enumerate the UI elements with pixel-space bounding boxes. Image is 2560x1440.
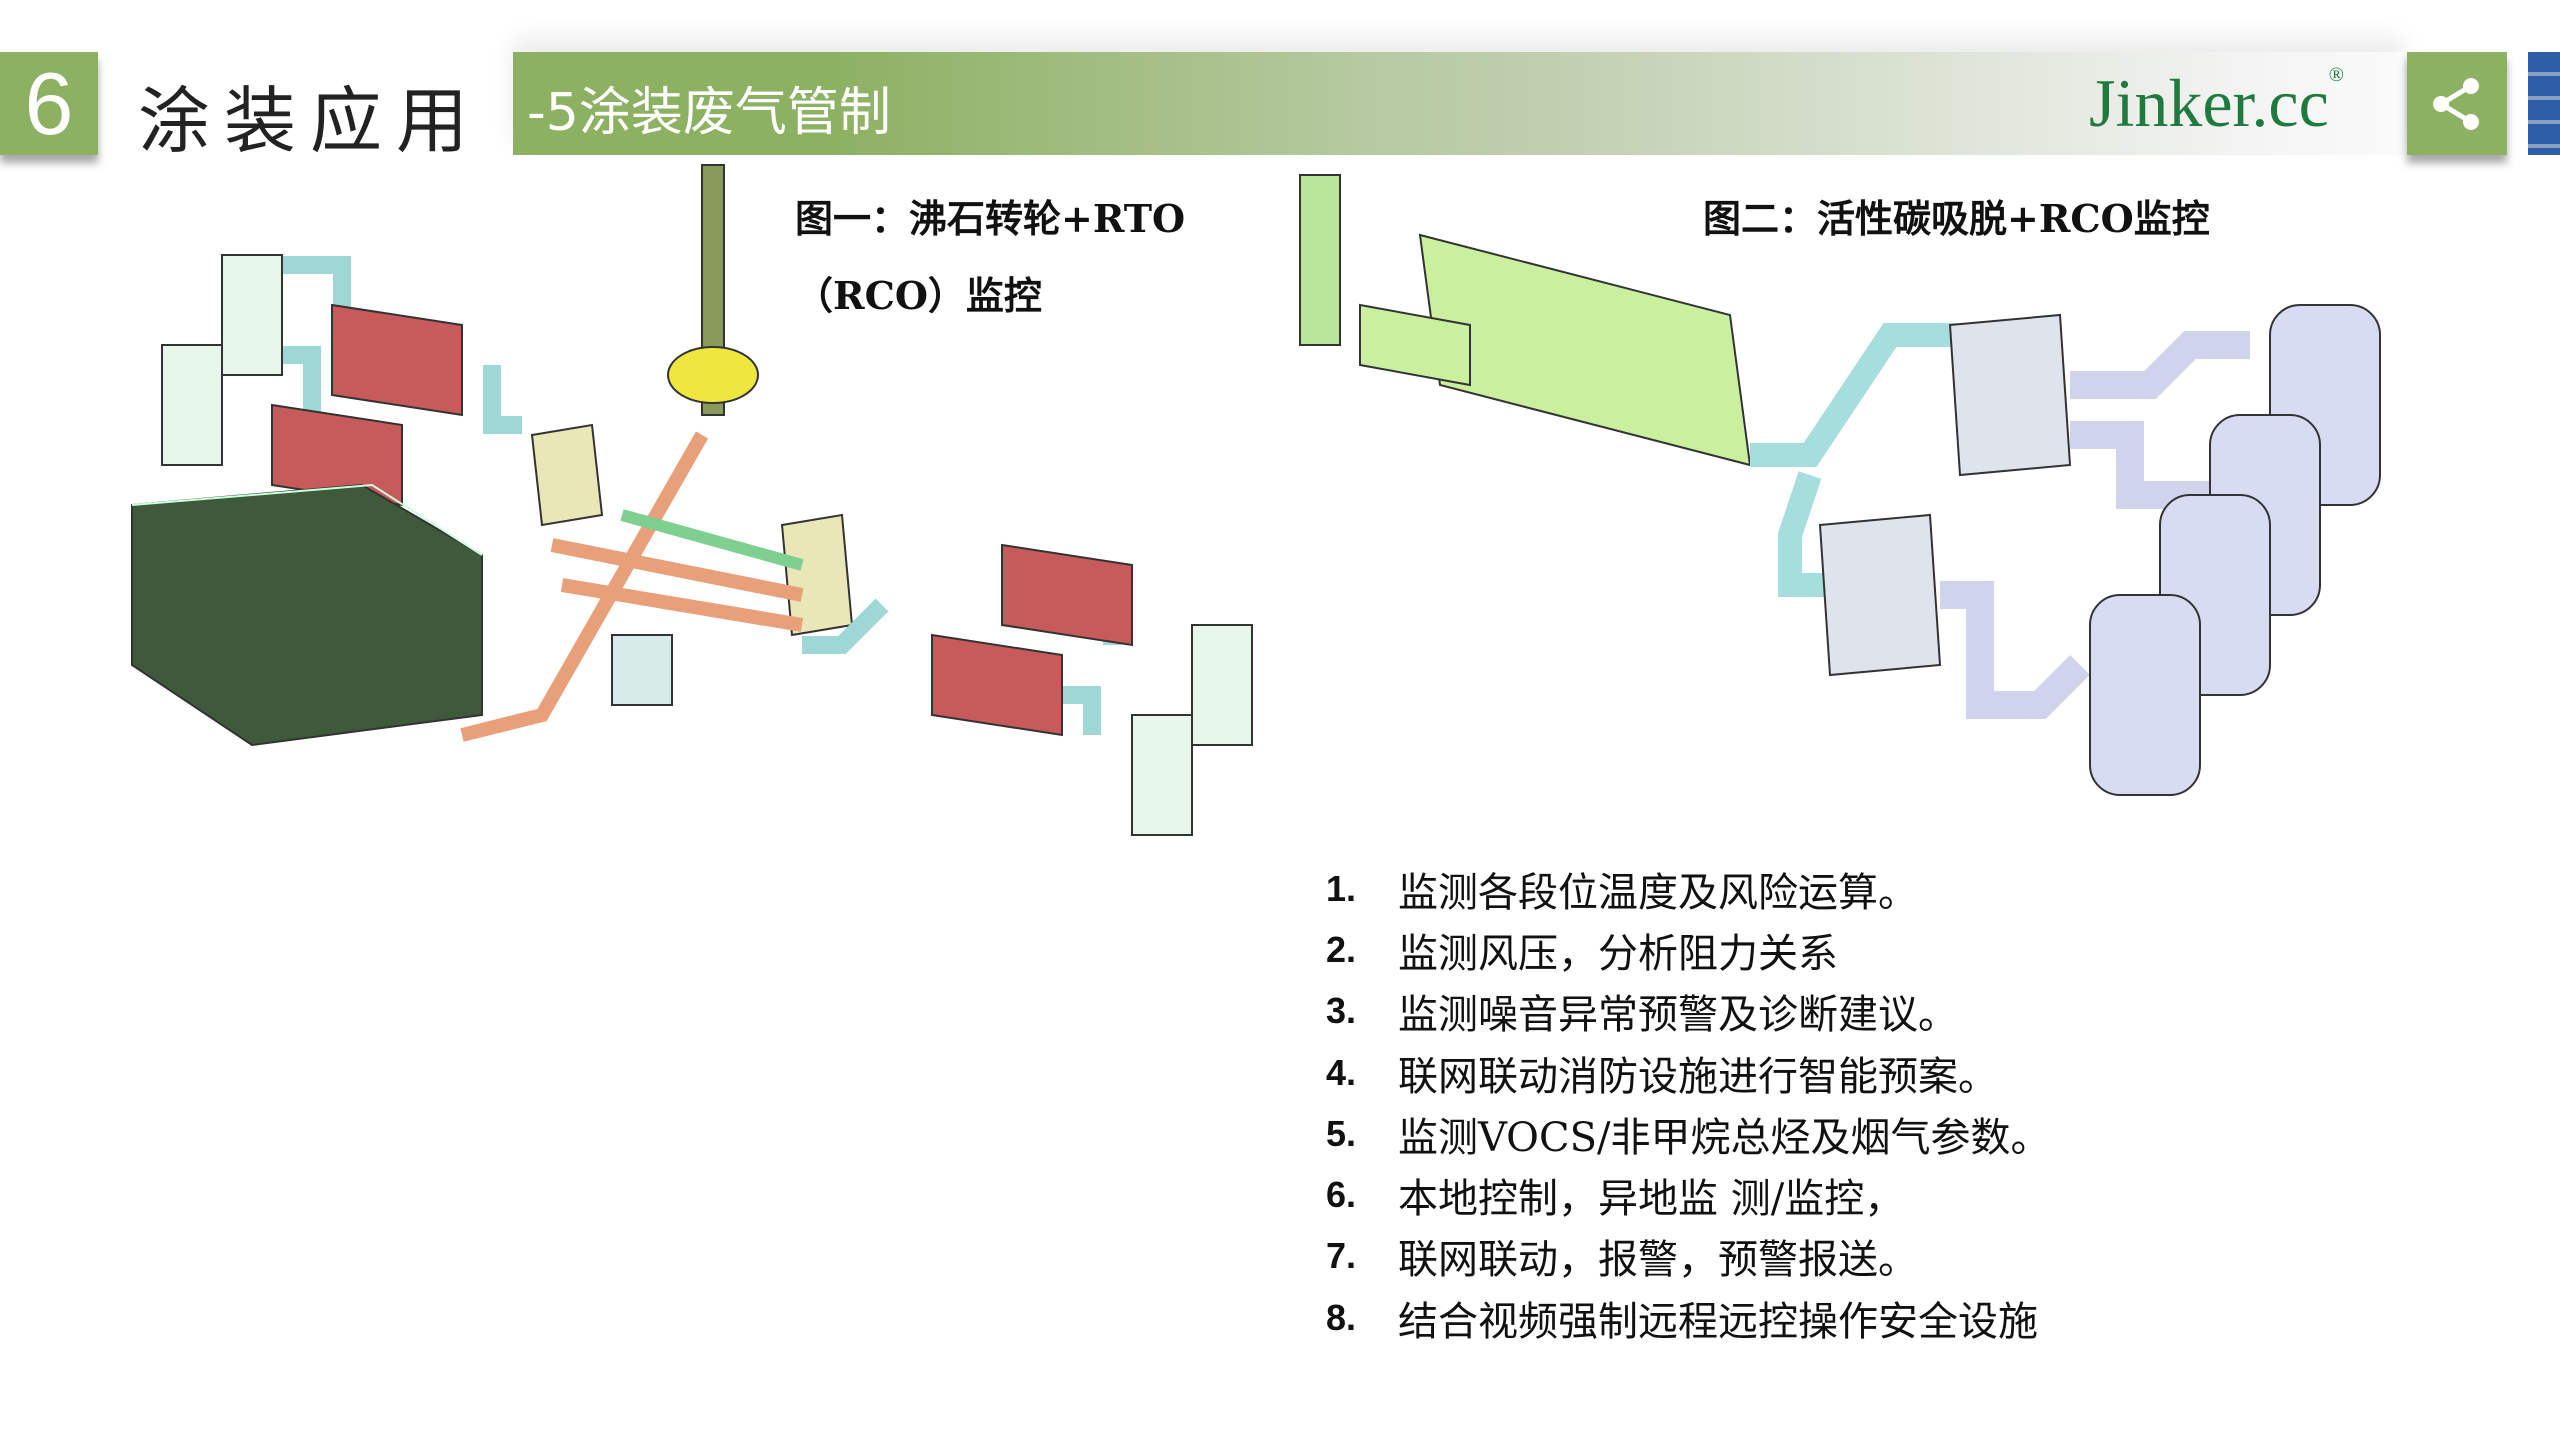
side-strip (2528, 52, 2560, 155)
page-title: -5涂装废气管制 (527, 83, 891, 143)
share-button[interactable] (2407, 52, 2507, 155)
figure1-diagram (131, 164, 1253, 836)
list-item: 3.监测噪音异常预警及诊断建议。 (1326, 990, 1958, 1039)
monitoring-list: 1.监测各段位温度及风险运算。 2.监测风压，分析阻力关系 3.监测噪音异常预警… (1326, 858, 2050, 1348)
figure2-diagram (1299, 174, 2381, 796)
list-item: 4.联网联动消防设施进行智能预案。 (1326, 1051, 1998, 1100)
section-number-badge: 6 (0, 52, 98, 155)
list-item: 7.联网联动，报警，预警报送。 (1326, 1235, 1918, 1284)
figure1-caption-line2: （RCO）监控 (795, 273, 1042, 318)
list-item: 8.结合视频强制远程远控操作安全设施 (1326, 1296, 2038, 1345)
logo: Jinker.cc® (2089, 64, 2344, 141)
list-item: 1.监测各段位温度及风险运算。 (1326, 867, 1918, 916)
figure1-caption-line1: 图一：沸石转轮+RTO (795, 196, 1186, 241)
list-item: 2.监测风压，分析阻力关系 (1326, 928, 1838, 977)
share-icon (2433, 77, 2479, 130)
list-item: 6.本地控制，异地监 测/监控， (1326, 1174, 1905, 1223)
title-bar: -5涂装废气管制 Jinker.cc® (513, 52, 2404, 155)
figure2-caption: 图二：活性碳吸脱+RCO监控 (1703, 196, 2210, 241)
section-title: 涂装应用 (138, 79, 483, 163)
list-item: 5.监测VOCS/非甲烷总烃及烟气参数。 (1326, 1112, 2051, 1161)
